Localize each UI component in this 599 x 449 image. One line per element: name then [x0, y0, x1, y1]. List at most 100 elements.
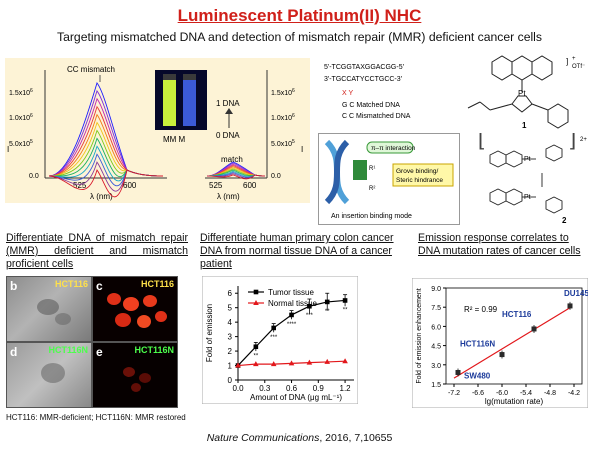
chart2-point — [499, 352, 505, 358]
chart1-frame — [202, 276, 358, 404]
right-xtick-600: 600 — [243, 181, 257, 190]
fluorescent-cell — [107, 293, 121, 305]
complex-1-bracket: ] — [566, 57, 568, 66]
upper-phosphine-ring — [545, 144, 563, 162]
chart1-xtick-label: 0.6 — [286, 384, 298, 393]
pt-atom-2a: Pt — [524, 156, 531, 163]
panel-c-cell-name: HCT116 — [140, 279, 174, 289]
chart2-point-label: HCT116N — [460, 340, 495, 349]
butyl-chain — [489, 103, 513, 111]
chart2-xtick-label: -6.6 — [472, 390, 484, 397]
spectrum-curve — [48, 82, 164, 177]
tissue-heading: Differentiate human primary colon cancer… — [200, 232, 394, 270]
chart2-point — [567, 303, 573, 309]
right-y-label: I — [301, 145, 303, 154]
cuvette-cap-left — [163, 74, 176, 80]
panel-b-brightfield: b HCT116 — [6, 276, 92, 342]
groove-label: Grove binding/ — [396, 168, 438, 175]
panel-e-label: e — [96, 345, 103, 359]
groove-label-2: Steric hindrance — [396, 177, 443, 184]
chart1-point-tumor — [324, 299, 330, 305]
spectra-svg: 1.5x106 1.0x106 5.0x105 0.0 I 525 600 λ … — [7, 65, 303, 201]
right-ytick-1: 1.5x106 — [271, 88, 295, 97]
chart2-ytick-label: 6.0 — [431, 324, 441, 331]
complex-2-structure: [ ] 2+ Pt Pt 2 — [478, 133, 587, 225]
chart1-point-tumor — [289, 312, 294, 318]
chart2-ytick-label: 3.0 — [431, 363, 441, 370]
pt-atom-2b: Pt — [524, 194, 531, 201]
binding-svg: π–π interaction R¹ R² Grove binding/ Ste… — [324, 139, 454, 220]
chart2-point — [455, 369, 461, 375]
chart1-point-normal — [324, 358, 331, 364]
chart1-ytick-label: 0 — [228, 376, 233, 385]
complex-2-bracket-left: [ — [478, 133, 484, 150]
chart2-ytick-label: 9.0 — [431, 286, 441, 293]
cuvette-mismatch — [163, 80, 176, 126]
dna-sequence: 5'-TCGGTAXGGACGG-5' 3'-TGCCATYCCTGCC-3' … — [324, 64, 411, 120]
chart2-y-label: Fold of emission enhancement — [416, 288, 423, 383]
journal-reference: Nature Communications, 2016, 7,10655 — [0, 432, 599, 444]
pyridine-center-ring — [511, 55, 533, 81]
chart1-point-tumor — [271, 325, 276, 331]
chart1-xtick-label: 0.9 — [313, 384, 325, 393]
right-ytick-2: 1.0x106 — [271, 113, 295, 122]
peak-label: CC mismatch — [67, 65, 115, 74]
complex-2-label: 2 — [562, 216, 567, 225]
chart1-legend-label: Tumor tissue — [268, 288, 314, 297]
cell-cluster — [55, 313, 71, 325]
dna-arrow-head — [225, 108, 233, 114]
left-ytick-2: 1.0x106 — [9, 113, 33, 122]
chart2-point-label: DU145 — [564, 289, 588, 298]
cell-cluster — [41, 363, 65, 383]
complex-1-label: 1 — [522, 121, 527, 130]
cells-heading: Differentiate DNA of mismatch repair (MM… — [6, 232, 188, 270]
right-ytick-4: 0.0 — [271, 173, 281, 180]
left-ytick-4: 0.0 — [29, 173, 39, 180]
fluorescent-cell — [137, 315, 151, 328]
chart2-frame — [412, 278, 588, 408]
inset-label: MM M — [163, 135, 186, 144]
binding-mode-panel: π–π interaction R¹ R² Grove binding/ Ste… — [318, 133, 460, 225]
fluorescent-cell — [115, 313, 131, 327]
lower-ring-a — [489, 188, 507, 206]
chart1-point-normal — [235, 362, 241, 368]
fluorescent-cell — [155, 311, 167, 322]
right-spectra-curves — [206, 161, 266, 180]
chart1-point-normal — [288, 360, 295, 366]
chart1-point-tumor — [342, 298, 348, 303]
helix-strand-2 — [324, 139, 350, 205]
complex-1-structure: Pt ] + OTf⁻ 1 — [467, 55, 585, 130]
pt-atom-1: Pt — [518, 89, 526, 98]
spectrum-curve — [48, 169, 164, 198]
chart1-ytick-label: 4 — [228, 318, 233, 327]
strand-bottom: 3'-TGCCATYCCTGCC-3' — [324, 76, 402, 83]
panel-b-cell-name: HCT116 — [54, 279, 88, 289]
mutation-heading: Emission response correlates to DNA muta… — [418, 232, 581, 257]
chart1-point-normal — [270, 361, 277, 367]
chart1-ytick-label: 1 — [228, 362, 233, 371]
chart2-point-label: SW480 — [464, 371, 491, 380]
complex-1-counter: OTf⁻ — [572, 64, 585, 70]
pyridine-left-ring — [491, 55, 513, 81]
fluorescent-cell — [123, 297, 139, 311]
chart1-ytick-label: 2 — [228, 347, 233, 356]
dim-cell — [131, 383, 141, 392]
left-ytick-3: 5.0x105 — [9, 139, 33, 148]
panel-e-cell-name: HCT116N — [134, 345, 174, 355]
cell-cluster — [37, 299, 59, 315]
benzyl-link — [531, 103, 549, 111]
fluorescent-cell — [143, 295, 157, 307]
complex-2-bracket-right: ] — [570, 133, 576, 150]
chart1-ytick-label: 3 — [228, 333, 233, 342]
chart1-point-tumor — [253, 344, 259, 350]
chart2-point — [531, 326, 537, 332]
journal-details: , 2016, 7,10655 — [319, 432, 393, 444]
chart2-plot-area — [445, 287, 583, 385]
spectrum-curve — [48, 137, 164, 178]
right-x-label: λ (nm) — [217, 192, 240, 201]
lower-ring-b — [505, 188, 523, 206]
upper-ring-b — [505, 150, 523, 168]
chart1-xtick-label: 0.0 — [232, 384, 244, 393]
journal-name: Nature Communications — [206, 432, 320, 444]
